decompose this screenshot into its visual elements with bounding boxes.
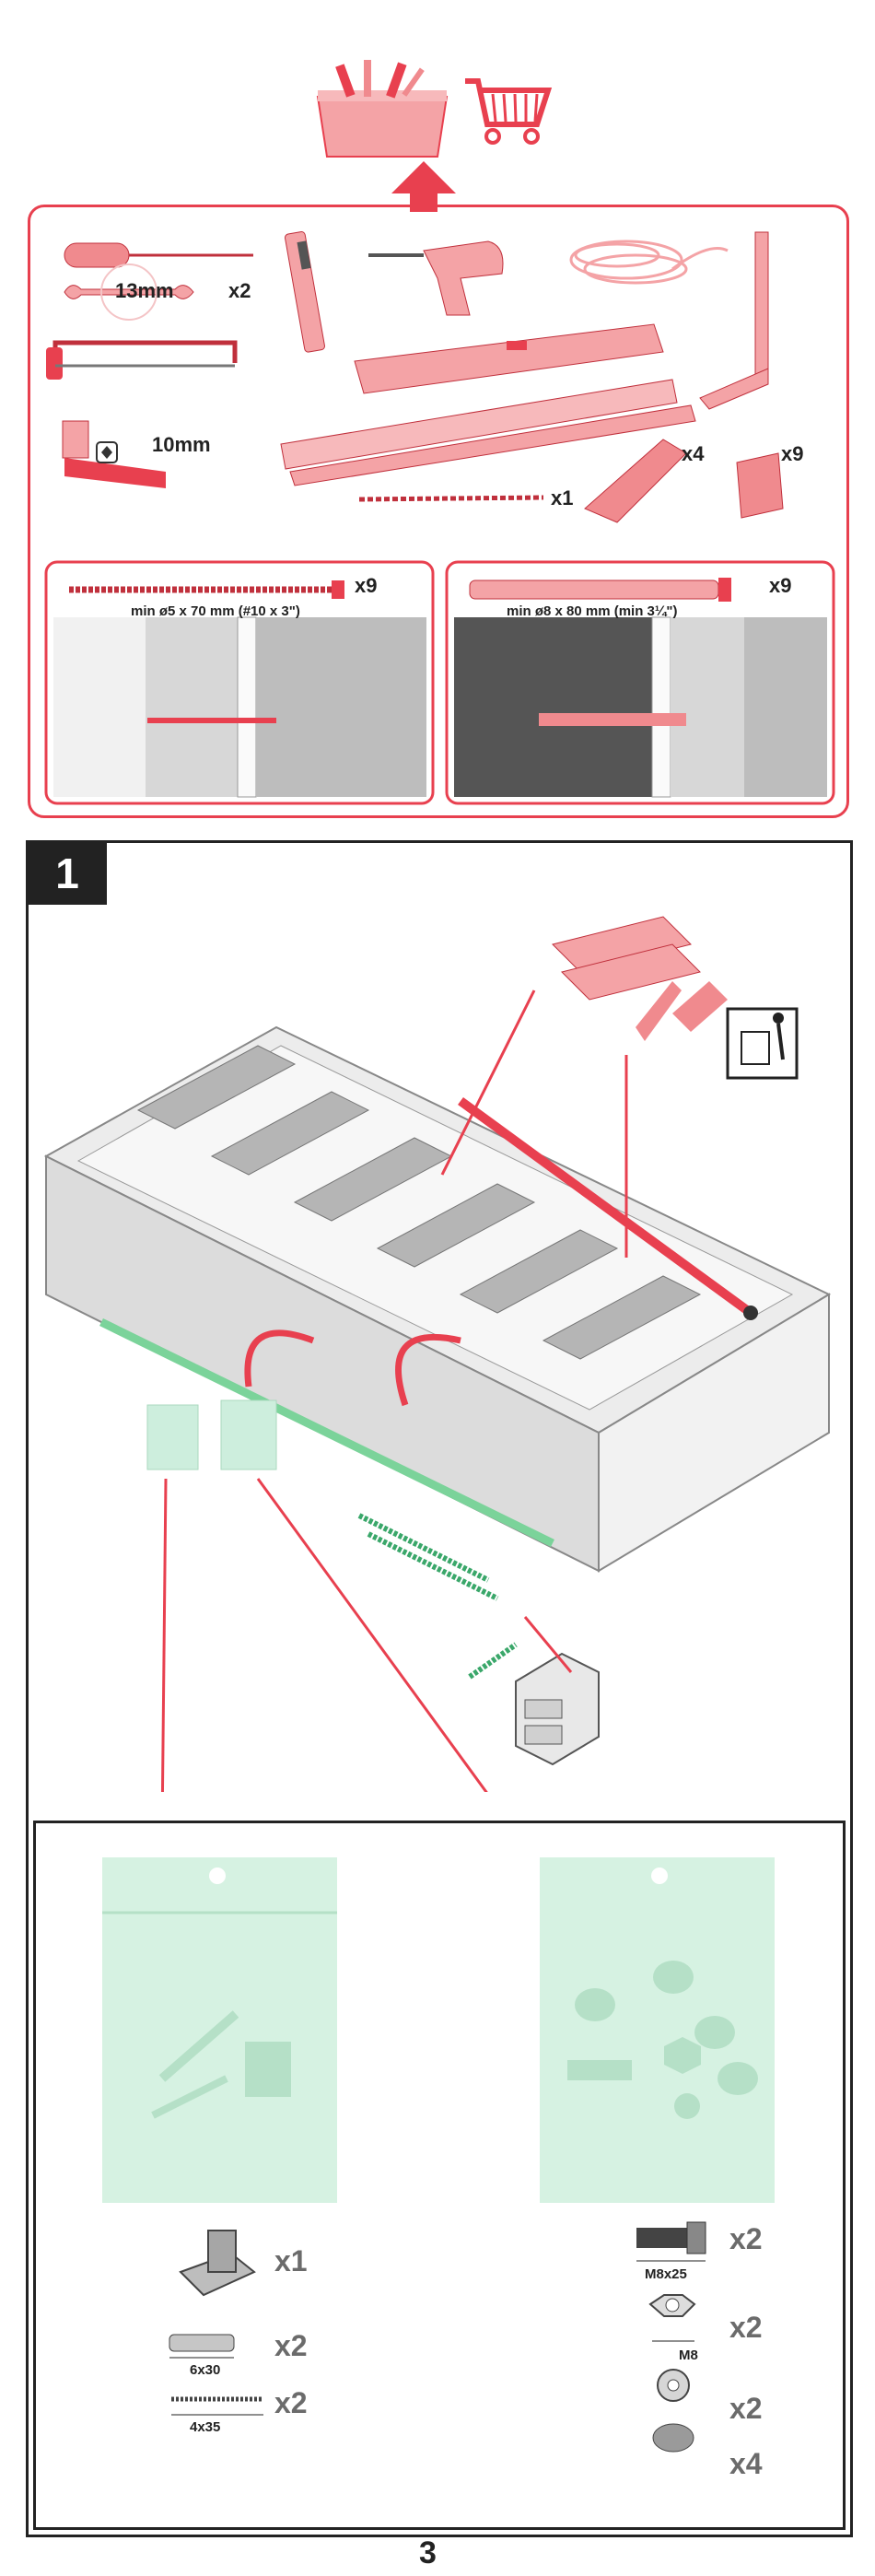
wrench-size-label: 13mm bbox=[115, 279, 174, 303]
spirit-level-icon bbox=[355, 324, 663, 393]
parts-bag-b-icon bbox=[540, 1857, 775, 2203]
trash-bin-icon bbox=[728, 1009, 797, 1078]
shopping-cart-icon bbox=[465, 81, 548, 143]
toolbox-cart-header bbox=[304, 55, 580, 212]
hacksaw-icon bbox=[46, 343, 235, 380]
wrench-qty-label: x2 bbox=[228, 279, 251, 303]
screw-size: 4x35 bbox=[190, 2419, 220, 2435]
wall-plug-size: 6x30 bbox=[190, 2362, 220, 2378]
bracket-qty: x1 bbox=[274, 2244, 308, 2278]
parts-bag-a-icon bbox=[102, 1857, 337, 2203]
nut-icon bbox=[650, 2295, 694, 2341]
masonry-wall-icon bbox=[454, 617, 827, 797]
washer-icon bbox=[658, 2370, 689, 2401]
small-bag-a-icon bbox=[147, 1405, 198, 1469]
unpacking-illustration bbox=[28, 907, 846, 1792]
toolbox-icon bbox=[318, 60, 447, 157]
masonry-fixing-qty: x9 bbox=[769, 574, 791, 598]
drawer-cabinet-icon bbox=[516, 1654, 599, 1764]
drill-bit-icon bbox=[359, 498, 543, 499]
screw-icon bbox=[171, 2399, 263, 2415]
wall-anchor-icon bbox=[470, 578, 731, 602]
step-number: 1 bbox=[55, 849, 79, 898]
masonry-fixing-dimension: min ø8 x 80 mm (min 3¼") bbox=[507, 603, 678, 619]
cap-qty: x4 bbox=[729, 2447, 763, 2481]
shim-qty-label: x9 bbox=[781, 442, 803, 466]
utility-knife-icon bbox=[285, 231, 325, 353]
wedge-qty-label: x4 bbox=[682, 442, 704, 466]
carpenter-square-icon bbox=[700, 232, 768, 409]
socket-wrench-icon bbox=[63, 421, 166, 488]
springs-small-icon bbox=[470, 1645, 516, 1677]
wall-plug-qty: x2 bbox=[274, 2329, 308, 2363]
wall-plug-icon bbox=[169, 2335, 234, 2358]
nut-qty: x2 bbox=[729, 2311, 763, 2345]
wood-fixing-qty: x9 bbox=[355, 574, 377, 598]
rope-icon bbox=[571, 241, 728, 283]
page-number: 3 bbox=[419, 2535, 437, 2571]
wedge-icon bbox=[585, 439, 686, 522]
drill-icon bbox=[368, 241, 503, 315]
cap-icon bbox=[653, 2424, 694, 2452]
screwdriver-icon bbox=[64, 243, 253, 267]
screw-qty: x2 bbox=[274, 2386, 308, 2420]
long-screw-icon bbox=[69, 580, 344, 599]
wood-wall-icon bbox=[53, 617, 426, 797]
shim-icon bbox=[737, 453, 783, 518]
small-bag-b-icon bbox=[221, 1400, 276, 1469]
washer-qty: x2 bbox=[729, 2392, 763, 2426]
springs-icon bbox=[359, 1516, 497, 1598]
bracket-icon bbox=[181, 2231, 254, 2295]
drill-bit-qty-label: x1 bbox=[551, 486, 573, 510]
nut-size: M8 bbox=[679, 2348, 698, 2363]
bolt-size: M8x25 bbox=[645, 2266, 687, 2282]
bolt-qty: x2 bbox=[729, 2222, 763, 2256]
bolt-icon bbox=[636, 2222, 706, 2261]
packaging-strips-icon bbox=[636, 981, 728, 1041]
step-number-badge: 1 bbox=[28, 842, 107, 905]
socket-size-label: 10mm bbox=[152, 433, 211, 457]
wood-fixing-dimension: min ø5 x 70 mm (#10 x 3") bbox=[131, 603, 300, 619]
parts-bags-illustration bbox=[33, 1821, 840, 2524]
